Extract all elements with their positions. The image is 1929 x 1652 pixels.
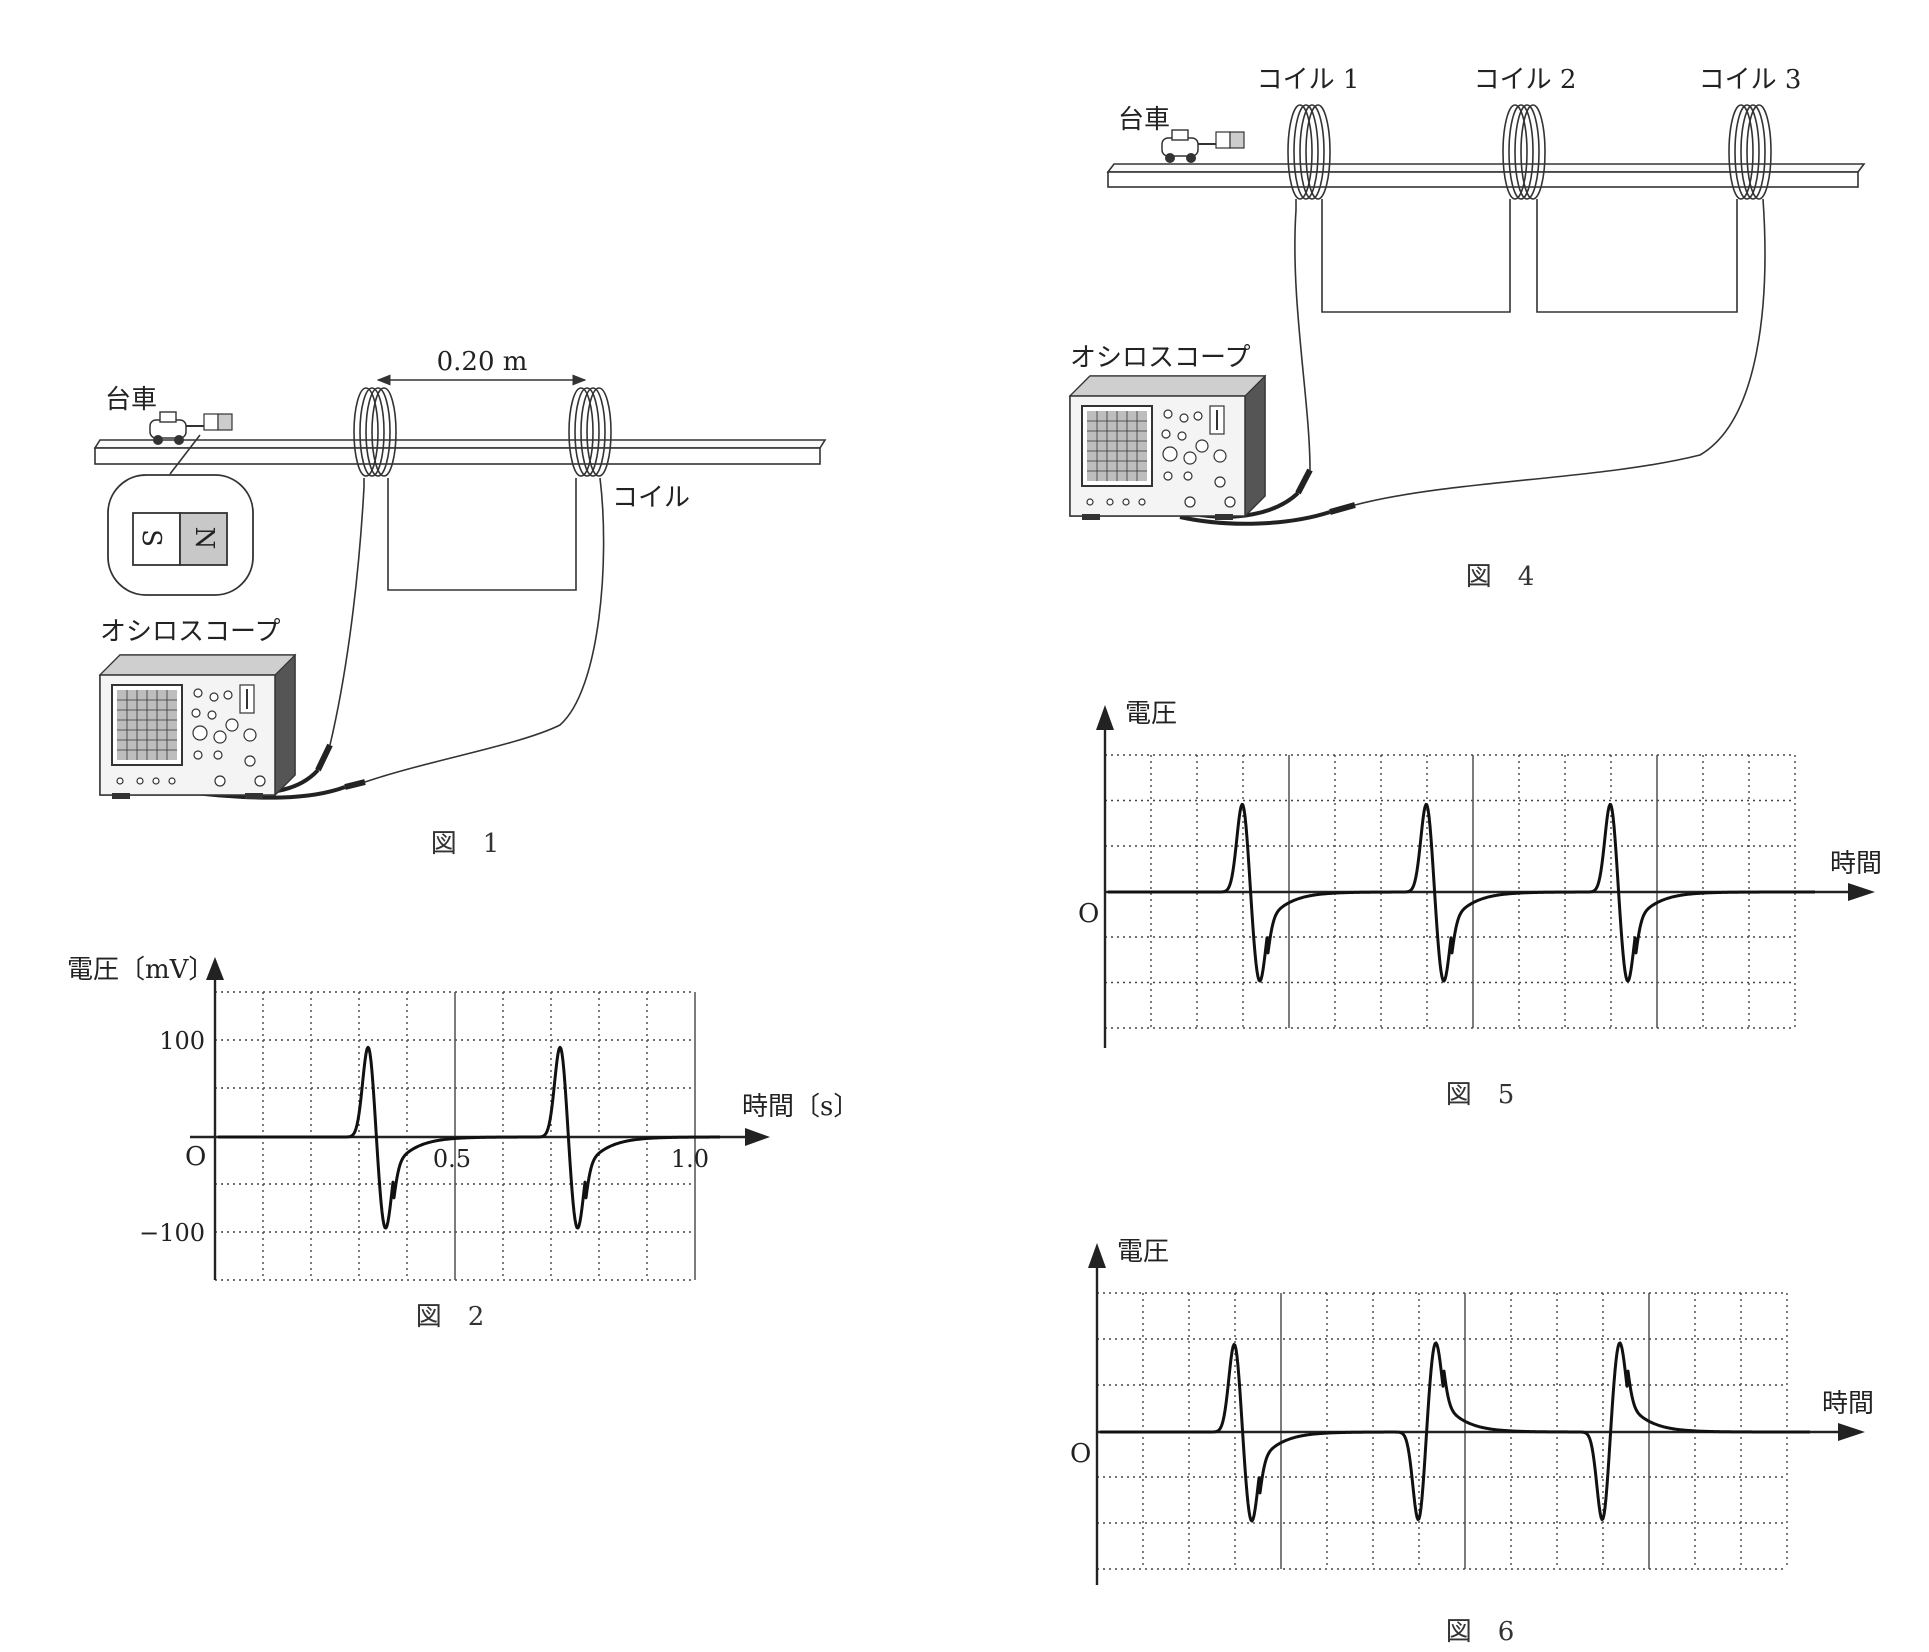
- coil-3: [1728, 104, 1772, 200]
- magnet-s-label: S: [136, 529, 166, 547]
- coil-2-label: コイル 2: [1474, 65, 1577, 95]
- y-tick-minus100: −100: [139, 1219, 205, 1247]
- oscilloscope-label: オシロスコープ: [100, 617, 280, 647]
- x-tick-0.5: 0.5: [433, 1145, 471, 1173]
- x-axis-arrow: [745, 1128, 770, 1146]
- fig5-waveform: [1107, 802, 1816, 983]
- fig4-diagram: 台車 コイル 1 コイル 2 コイル 3 オシロスコープ 図 4: [1069, 65, 1866, 592]
- oscilloscope: [99, 654, 296, 800]
- coil-1: [1287, 104, 1331, 200]
- origin-label: O: [185, 1142, 206, 1172]
- y-axis-arrow: [1088, 1243, 1106, 1268]
- y-axis-label: 電圧: [1117, 1237, 1169, 1267]
- y-axis-arrow: [206, 957, 224, 980]
- fig1-caption: 図 1: [431, 829, 500, 859]
- x-axis-label: 時間: [1830, 849, 1882, 879]
- fig2-waveform: [217, 1045, 721, 1230]
- fig5-chart: 電圧 時間 O 図 5: [1078, 699, 1882, 1110]
- origin-label: O: [1078, 899, 1099, 929]
- fig2-caption: 図 2: [416, 1302, 485, 1332]
- cart-with-magnet: [1161, 129, 1245, 164]
- fig1-diagram: S N 台車 0.20 m: [93, 347, 827, 859]
- y-axis-arrow: [1096, 705, 1114, 730]
- fig4-caption: 図 4: [1466, 562, 1535, 592]
- x-axis-label: 時間〔s〕: [742, 1092, 859, 1122]
- origin-label: O: [1070, 1439, 1091, 1469]
- fig6-chart: 電圧 時間 O 図 6: [1070, 1237, 1874, 1647]
- x-axis-arrow: [1848, 883, 1875, 901]
- x-axis-arrow: [1838, 1423, 1865, 1441]
- x-axis-label: 時間: [1822, 1389, 1874, 1419]
- y-axis-label: 電圧〔mV〕: [67, 955, 214, 985]
- y-tick-100: 100: [159, 1027, 205, 1055]
- x-tick-1.0: 1.0: [671, 1145, 709, 1173]
- y-axis-label: 電圧: [1125, 699, 1177, 729]
- distance-label: 0.20 m: [437, 347, 528, 377]
- fig5-caption: 図 5: [1446, 1080, 1515, 1110]
- cart-label: 台車: [1118, 105, 1170, 135]
- coil-left: [353, 387, 397, 477]
- rail: [93, 439, 827, 465]
- coil-2: [1502, 104, 1546, 200]
- coil-label: コイル: [612, 483, 690, 513]
- oscilloscope: [1069, 375, 1266, 521]
- wiring: [1179, 198, 1766, 526]
- coil-1-label: コイル 1: [1257, 65, 1360, 95]
- fig6-caption: 図 6: [1446, 1617, 1515, 1647]
- fig2-chart: 電圧〔mV〕 時間〔s〕 O 100 −100 0.5 1.0 図 2: [67, 955, 859, 1332]
- magnet-callout: S N: [107, 474, 254, 596]
- coil-right: [568, 387, 612, 477]
- oscilloscope-label: オシロスコープ: [1070, 343, 1250, 373]
- cart-label: 台車: [105, 385, 157, 415]
- coil-3-label: コイル 3: [1699, 65, 1802, 95]
- magnet-n-label: N: [189, 527, 219, 550]
- fig6-waveform: [1099, 1341, 1811, 1523]
